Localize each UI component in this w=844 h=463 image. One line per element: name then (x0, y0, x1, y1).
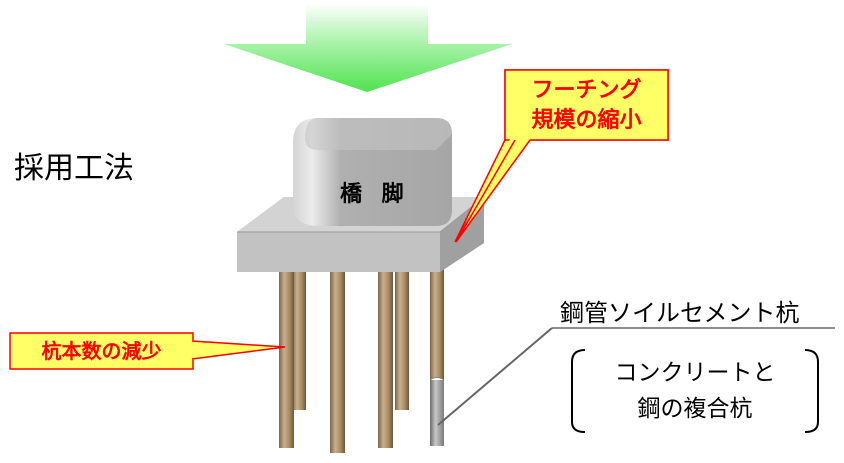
composite-line2: 鋼の複合杭 (637, 396, 753, 422)
pile-back-right (395, 268, 409, 410)
pile-back-steel (430, 268, 444, 380)
pier-label: 橋 脚 (340, 182, 410, 207)
footing-callout-line2: 規模の縮小 (531, 108, 642, 133)
method-label: 採用工法 (14, 151, 134, 186)
pile-callout-shape (9, 332, 286, 370)
pier-column (293, 118, 452, 226)
right-bracket (804, 349, 819, 433)
pile-front-right (378, 272, 393, 448)
load-arrow-icon (224, 4, 512, 92)
footing-callout-text: フーチング 規模の縮小 (505, 76, 668, 136)
composite-line1: コンクリートと (614, 360, 776, 386)
pile-type-leader-line (437, 327, 553, 426)
pile-type-title: 鋼管ソイルセメント杭 (560, 299, 800, 327)
steel-pipe-core (429, 377, 445, 446)
left-bracket (571, 349, 586, 433)
pile-callout-text: 杭本数の減少 (41, 339, 162, 363)
pile-front-left (279, 272, 294, 448)
pile-back-left (292, 268, 306, 410)
pile-front-middle (330, 272, 345, 453)
composite-description: コンクリートと 鋼の複合杭 (590, 355, 800, 427)
footing-callout-line1: フーチング (531, 78, 642, 103)
